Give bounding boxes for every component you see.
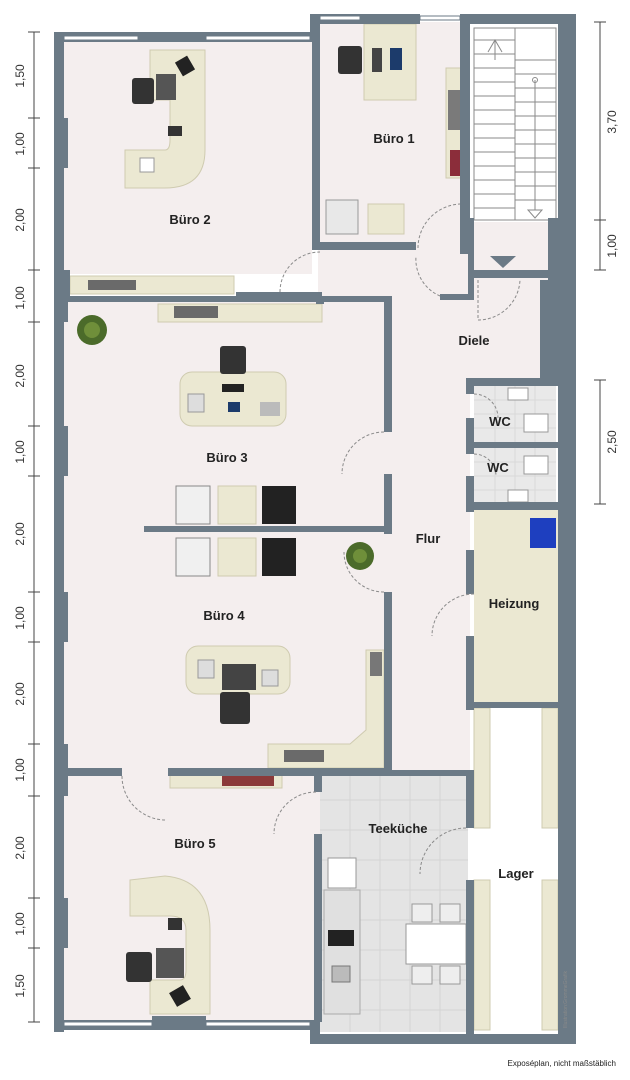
window-piers bbox=[54, 14, 420, 1028]
desk-buero4 bbox=[185, 645, 291, 724]
desk-buero5 bbox=[126, 875, 211, 1015]
floor-diele-right bbox=[468, 222, 550, 382]
room-label-wc2: WC bbox=[487, 460, 509, 475]
office-chair bbox=[338, 46, 362, 74]
dim-label: 1,00 bbox=[13, 286, 27, 310]
heating-boiler bbox=[530, 518, 556, 548]
wc-fixtures bbox=[507, 387, 549, 503]
illustration-credit: Illustration:GrommeGrafik bbox=[563, 971, 569, 1028]
dim-label: 2,50 bbox=[605, 430, 619, 454]
room-label-teekueche: Teeküche bbox=[368, 821, 427, 836]
windows bbox=[63, 15, 461, 1027]
dim-label: 1,50 bbox=[13, 64, 27, 88]
dim-label: 1,00 bbox=[13, 132, 27, 156]
room-label-buero1: Büro 1 bbox=[373, 131, 414, 146]
desk-buero3 bbox=[179, 346, 287, 427]
dimension-labels-right: 3,70 1,00 2,50 bbox=[605, 110, 619, 454]
desk-buero1 bbox=[325, 23, 465, 235]
dim-label: 2,00 bbox=[13, 682, 27, 706]
dim-label: 1,00 bbox=[13, 606, 27, 630]
room-label-buero4: Büro 4 bbox=[203, 608, 245, 623]
office-chair bbox=[220, 346, 246, 374]
dim-label: 2,00 bbox=[13, 522, 27, 546]
dim-label: 1,00 bbox=[13, 758, 27, 782]
down-arrow-icon bbox=[490, 256, 516, 268]
room-label-wc1: WC bbox=[489, 414, 511, 429]
dimension-lines bbox=[28, 21, 606, 1023]
armchair bbox=[325, 199, 359, 235]
room-label-diele: Diele bbox=[458, 333, 489, 348]
desk-buero2 bbox=[124, 49, 206, 189]
dim-label: 2,00 bbox=[13, 836, 27, 860]
kitchen-furniture bbox=[323, 857, 467, 1015]
lager-shelves bbox=[473, 707, 559, 1031]
dim-label: 2,00 bbox=[13, 364, 27, 388]
dim-label: 1,00 bbox=[13, 912, 27, 936]
room-label-buero3: Büro 3 bbox=[206, 450, 247, 465]
kitchen-table bbox=[405, 923, 467, 965]
dim-label: 1,00 bbox=[13, 440, 27, 464]
room-label-buero5: Büro 5 bbox=[174, 836, 215, 851]
dimension-labels-left: 1,50 1,00 2,00 1,00 2,00 1,00 2,00 1,00 … bbox=[13, 64, 27, 998]
dim-label: 1,00 bbox=[605, 234, 619, 258]
seating-group bbox=[175, 485, 296, 577]
room-label-heizung: Heizung bbox=[489, 596, 540, 611]
room-label-lager: Lager bbox=[498, 866, 533, 881]
room-label-buero2: Büro 2 bbox=[169, 212, 210, 227]
office-chair bbox=[126, 952, 152, 982]
dim-label: 2,00 bbox=[13, 208, 27, 232]
room-label-flur: Flur bbox=[416, 531, 441, 546]
dim-label: 3,70 bbox=[605, 110, 619, 134]
door-swings bbox=[121, 203, 521, 875]
dim-label: 1,50 bbox=[13, 974, 27, 998]
floors bbox=[62, 22, 564, 1036]
plan-caption: Exposéplan, nicht maßstäblich bbox=[507, 1059, 617, 1068]
staircase bbox=[473, 27, 557, 221]
office-chair bbox=[220, 692, 250, 724]
office-chair bbox=[132, 78, 154, 104]
